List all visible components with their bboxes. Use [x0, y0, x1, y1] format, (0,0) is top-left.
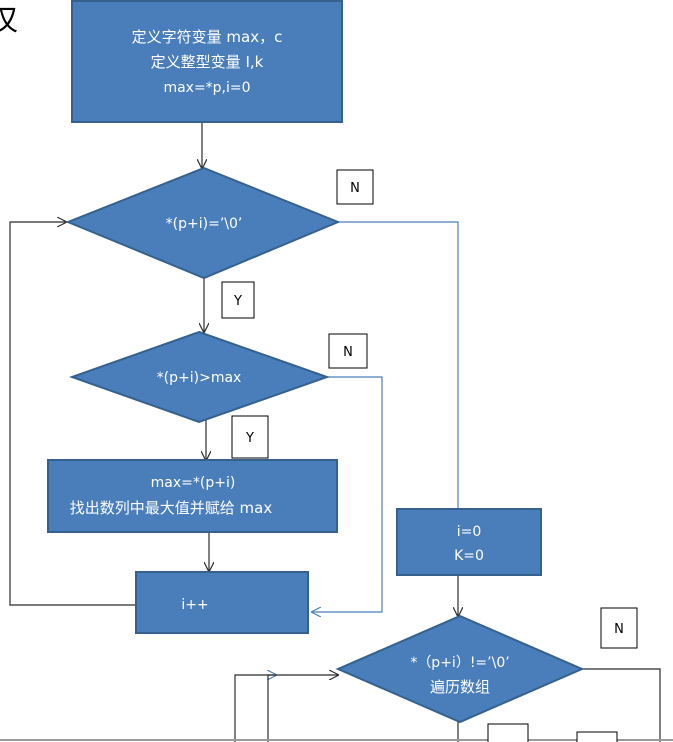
connectors [0, 122, 673, 742]
cond-max-text: *(p+i)>max [157, 370, 242, 386]
svg-text:Y: Y [233, 294, 242, 309]
node-init: 定义字符变量 max，c 定义整型变量 I,k max=*p,i=0 [71, 0, 343, 123]
init-line-3: max=*p,i=0 [163, 80, 250, 96]
node-cond-end: *(p+i)=’\0’ [65, 166, 341, 280]
connector-lower-loop-a [234, 675, 276, 742]
node-increment: i++ [135, 571, 309, 634]
label-cond-max-n: N [328, 333, 368, 369]
label-cond-end-n: N [336, 169, 374, 205]
assign-line-2: 找出数列中最大值并赋给 max [70, 499, 273, 517]
connector-cond-max-no [312, 376, 383, 612]
node-cond-max: *(p+i)>max [69, 330, 331, 424]
svg-text:N: N [343, 345, 353, 360]
svg-text:N: N [350, 181, 360, 196]
node-assign-max: max=*(p+i) 找出数列中最大值并赋给 max [47, 459, 338, 533]
label-partial-bottom-b [576, 731, 618, 742]
traverse-line-1: *（p+i）!=’\0’ [410, 655, 509, 671]
reset-line-2: K=0 [454, 548, 484, 564]
label-cond-max-y: Y [231, 415, 269, 459]
connector-cond-end-no [338, 221, 459, 509]
node-reset: i=0 K=0 [396, 508, 542, 576]
label-cond-end-y: Y [221, 281, 255, 319]
svg-text:Y: Y [245, 431, 254, 446]
label-partial-bottom-a [487, 723, 529, 742]
connector-loop-back [9, 222, 136, 606]
traverse-line-2: 遍历数组 [430, 678, 490, 696]
init-line-2: 定义整型变量 I,k [151, 53, 264, 71]
increment-text: i++ [181, 597, 208, 613]
reset-line-1: i=0 [457, 524, 482, 540]
assign-line-1: max=*(p+i) [151, 475, 236, 491]
node-traverse: *（p+i）!=’\0’ 遍历数组 [335, 614, 585, 724]
connector-traverse-no [582, 668, 661, 742]
svg-text:N: N [614, 622, 624, 637]
label-traverse-n: N [600, 607, 638, 649]
corner-text: 仅 [0, 3, 18, 38]
init-line-1: 定义字符变量 max，c [132, 28, 283, 46]
cond-end-text: *(p+i)=’\0’ [166, 216, 243, 232]
connector-lower-loop-b [267, 675, 338, 742]
